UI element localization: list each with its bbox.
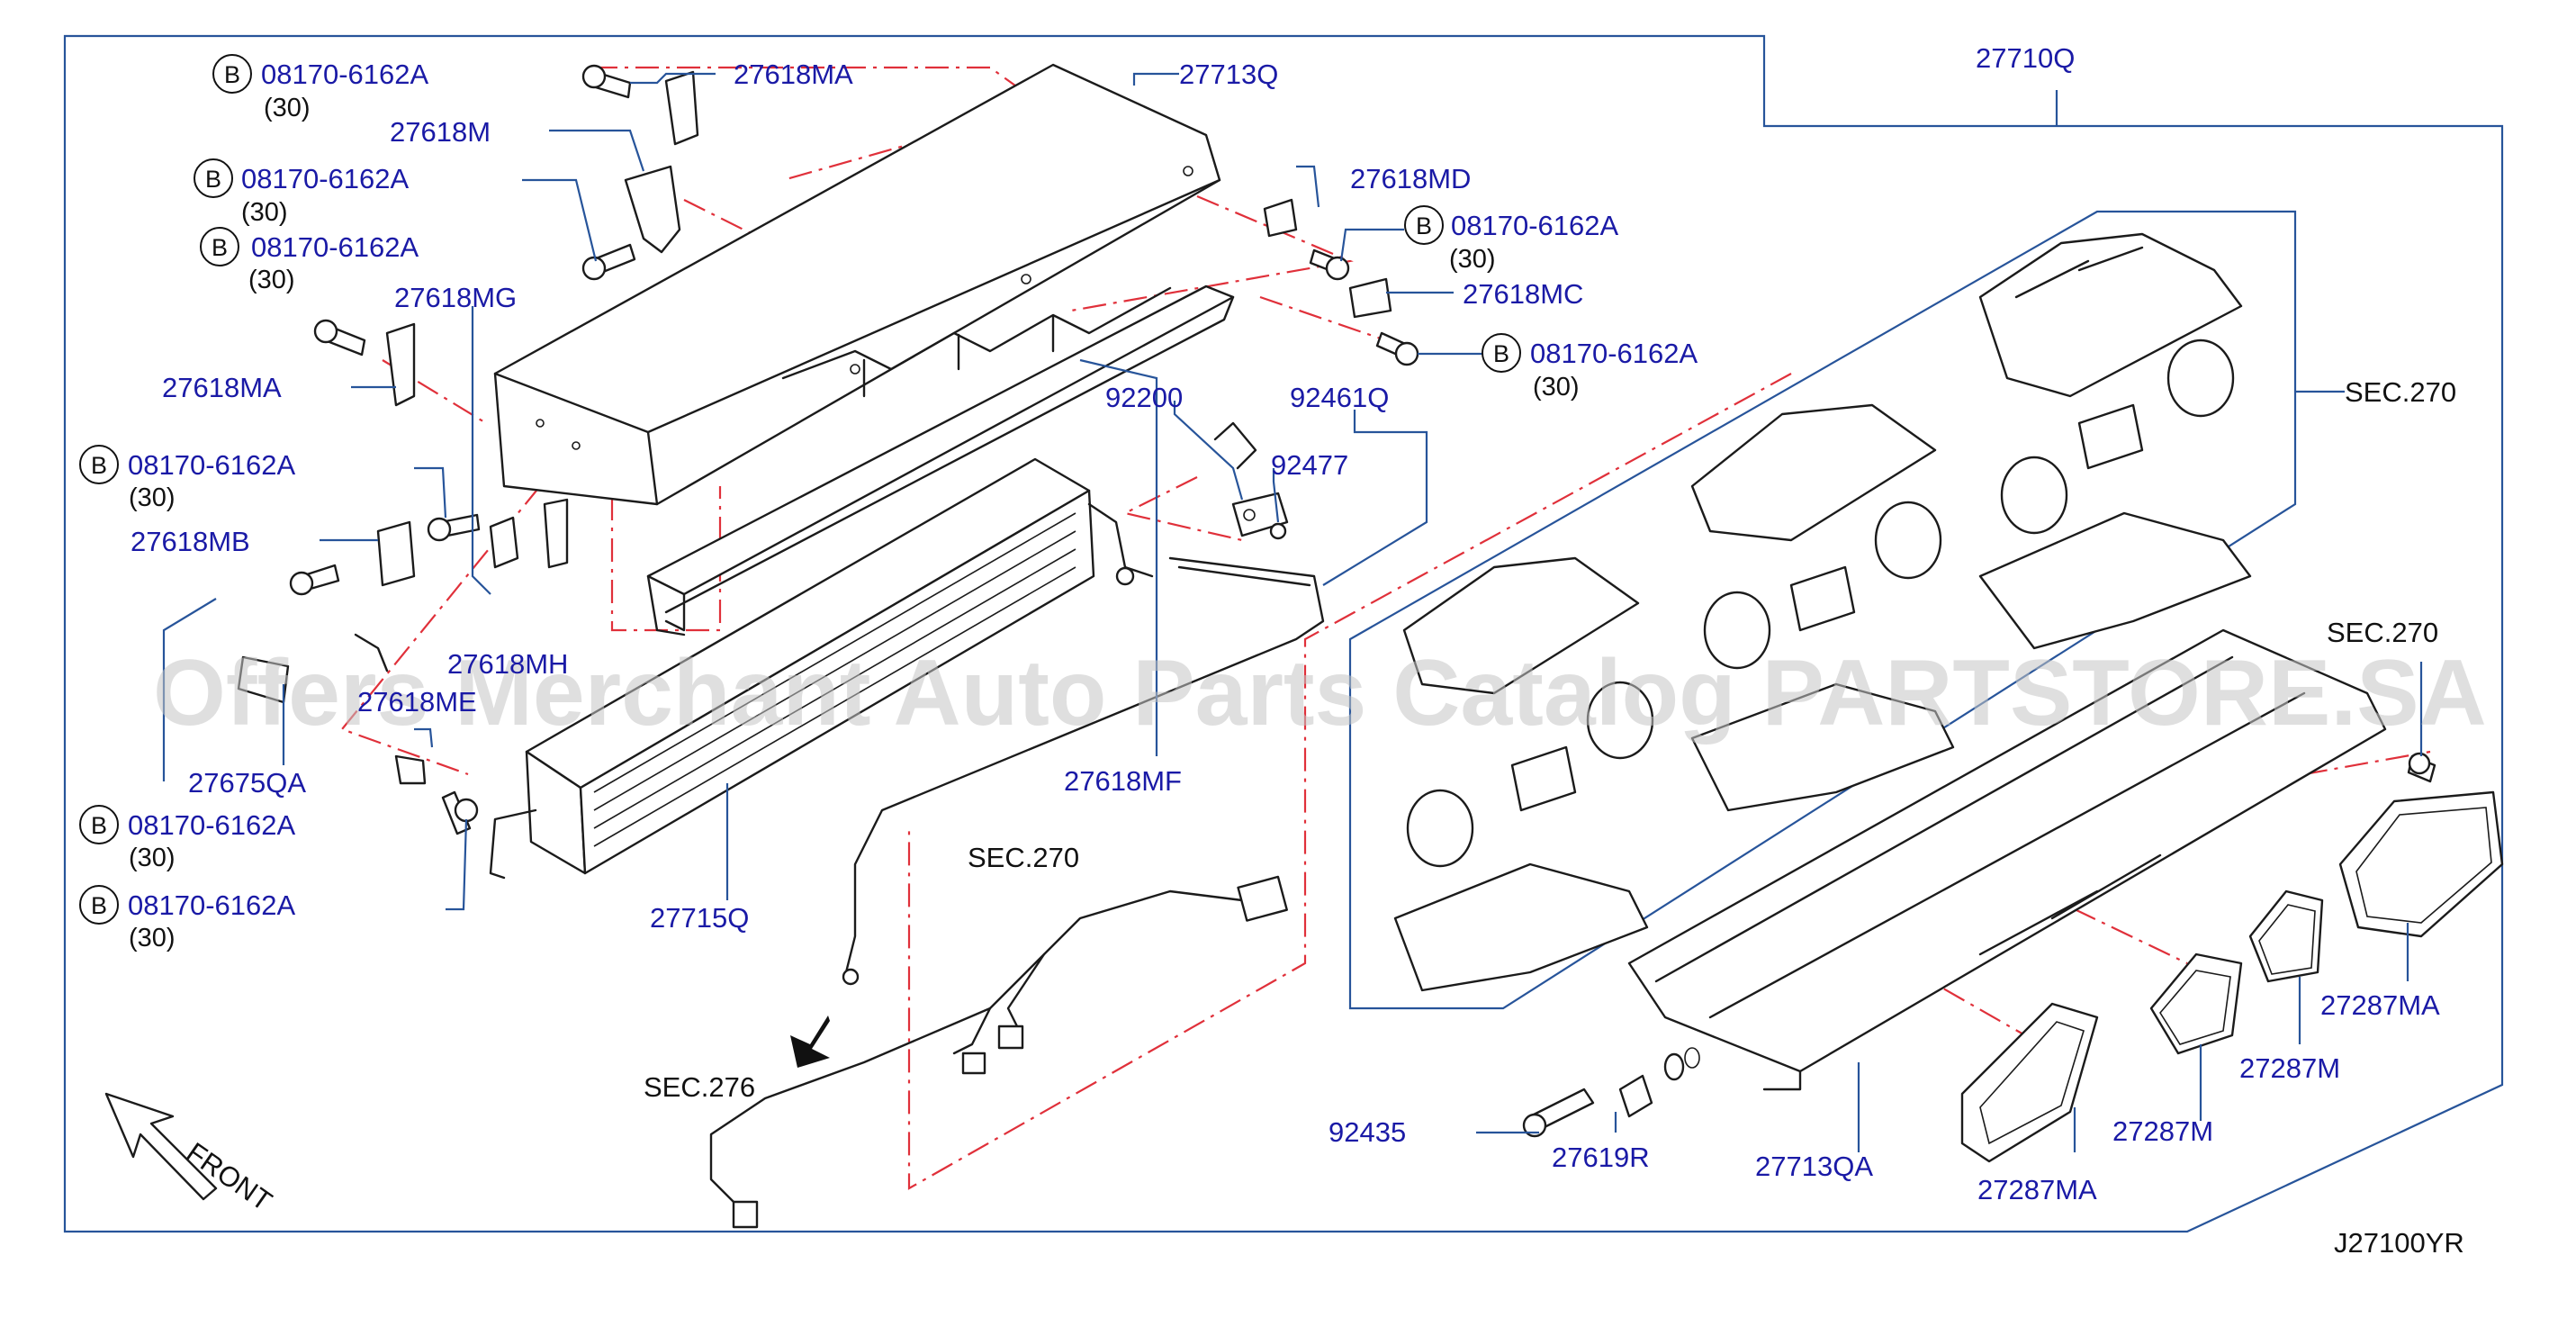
bolt-marker-4: B: [91, 452, 107, 479]
leader-lines: [162, 72, 2423, 1152]
label-27287MA-lower: 27287MA: [1977, 1174, 2097, 1205]
label-27618MD: 27618MD: [1350, 163, 1471, 194]
wiring-harness: [709, 875, 1288, 1229]
sec276-label: SEC.276: [644, 1071, 755, 1103]
lower-duct-27713QA: [1627, 628, 2387, 1091]
shaft-parts: [1522, 1047, 1700, 1138]
label-27618MC: 27618MC: [1463, 278, 1583, 310]
label-27618M: 27618M: [390, 116, 491, 148]
blower-units: [1393, 232, 2252, 992]
label-27287M-mid: 27287M: [2239, 1052, 2340, 1084]
bolt-marker-3: B: [212, 234, 228, 261]
label-27618MB: 27618MB: [131, 526, 250, 557]
part-labels: 08170-6162A (30) 27618MA 27713Q 27710Q 2…: [128, 42, 2440, 1205]
label-bolt-b: 08170-6162A: [241, 163, 409, 194]
section-references: SEC.270 SEC.270 SEC.270 SEC.276: [644, 376, 2456, 1103]
brackets-left: [237, 70, 699, 785]
label-27715Q: 27715Q: [650, 902, 749, 934]
label-bolt-h: 08170-6162A: [1530, 338, 1698, 369]
qty-8: (30): [1533, 373, 1580, 402]
qty-6: (30): [129, 924, 176, 952]
label-bolt-a: 08170-6162A: [261, 59, 428, 90]
bolt-marker-5: B: [91, 812, 107, 839]
qty-4: (30): [129, 483, 176, 512]
label-27618MA-left: 27618MA: [162, 372, 282, 403]
label-27618MG: 27618MG: [394, 282, 517, 313]
heater-case-27713Q: [493, 63, 1221, 506]
bolt-marker-2: B: [205, 166, 221, 193]
bolt-marker-6: B: [91, 892, 107, 919]
label-27713QA: 27713QA: [1755, 1151, 1873, 1182]
bolt-marker-7: B: [1416, 212, 1432, 239]
blower-subframe: [1348, 210, 2297, 1010]
bolt-marker-1: B: [224, 61, 240, 88]
label-bolt-e: 08170-6162A: [128, 809, 295, 841]
bolt-markers: B B B B B B B B: [79, 54, 1521, 925]
label-27287M-lower: 27287M: [2112, 1115, 2213, 1147]
bolt-marker-8: B: [1493, 340, 1509, 367]
qty-1: (30): [264, 94, 311, 122]
heater-core-27715Q: [489, 457, 1154, 880]
grilles: [1960, 790, 2504, 1163]
qty-2: (30): [241, 198, 288, 227]
water-pipe: [842, 556, 1325, 986]
label-bolt-g: 08170-6162A: [1451, 210, 1618, 241]
watermark-text: Offers Merchant Auto Parts Catalog PARTS…: [153, 641, 2487, 745]
bolts: [289, 64, 2436, 835]
label-27618MH: 27618MH: [447, 648, 568, 680]
label-27713Q: 27713Q: [1179, 59, 1278, 90]
label-92200: 92200: [1105, 382, 1183, 413]
label-27618MF: 27618MF: [1064, 765, 1182, 797]
bracket-rail-27618MF: [646, 284, 1235, 636]
qty-7: (30): [1449, 245, 1496, 274]
sec270-blower-label: SEC.270: [2345, 376, 2456, 408]
sec276-arrow-icon: [790, 1016, 830, 1068]
front-label: FRONT: [181, 1136, 278, 1217]
brackets-right: [1263, 198, 1392, 319]
label-92477: 92477: [1271, 449, 1348, 481]
label-27618MA-top: 27618MA: [734, 59, 853, 90]
label-92461Q: 92461Q: [1290, 382, 1389, 413]
diagram-code: J27100YR: [2334, 1227, 2464, 1259]
label-27618ME: 27618ME: [357, 686, 477, 718]
front-arrow-icon: [104, 1092, 218, 1201]
label-bolt-d: 08170-6162A: [128, 449, 295, 481]
label-bolt-f: 08170-6162A: [128, 889, 295, 921]
qty-3: (30): [248, 266, 295, 294]
assembly-frame: [63, 34, 2504, 1233]
label-27710Q: 27710Q: [1976, 42, 2075, 74]
qty-5: (30): [129, 844, 176, 872]
label-bolt-c: 08170-6162A: [251, 231, 419, 263]
valve-92477: [1213, 421, 1289, 540]
label-27287MA-right: 27287MA: [2320, 989, 2440, 1021]
label-92435: 92435: [1329, 1116, 1406, 1148]
label-27675QA: 27675QA: [188, 767, 306, 799]
sec270-right-label: SEC.270: [2327, 617, 2438, 648]
label-27619R: 27619R: [1552, 1142, 1650, 1173]
sec270-harness-label: SEC.270: [968, 842, 1079, 873]
